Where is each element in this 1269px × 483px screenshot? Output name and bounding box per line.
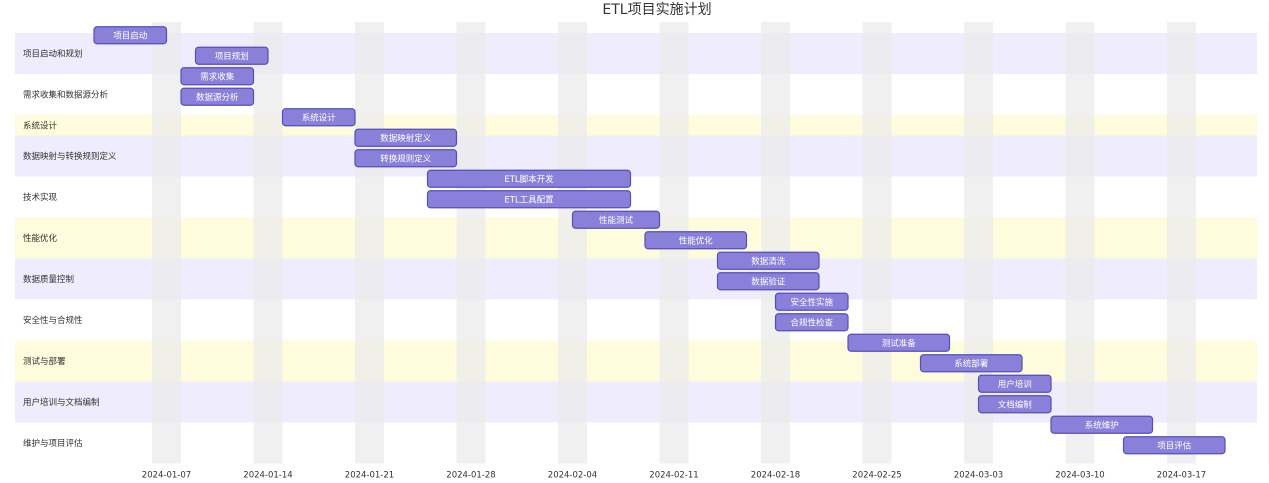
task-label: 性能测试 <box>599 215 634 226</box>
weekend-band <box>152 22 181 464</box>
task-bar <box>93 26 168 45</box>
x-tick-label: 2024-03-17 <box>1157 471 1206 481</box>
section-label: 测试与部署 <box>23 356 66 367</box>
task-bar <box>774 313 849 332</box>
x-tick-label: 2024-01-28 <box>446 471 495 481</box>
task-bar <box>1050 415 1154 434</box>
section-label: 数据映射与转换规则定义 <box>23 151 117 162</box>
task-label: 系统设计 <box>302 112 337 123</box>
section-band <box>15 135 1257 177</box>
section-label: 项目启动和规划 <box>23 49 83 60</box>
x-tick-label: 2024-02-18 <box>751 471 800 481</box>
task-label: 安全性实施 <box>790 297 833 308</box>
task-bar <box>1122 436 1226 455</box>
task-label: ETL脚本开发 <box>504 174 554 185</box>
task-label: ETL工具配置 <box>504 195 554 205</box>
weekend-band <box>862 22 892 464</box>
task-label: 转换规则定义 <box>380 153 432 164</box>
task-label: 性能优化 <box>679 235 714 246</box>
weekend-band <box>1167 22 1196 464</box>
weekend-band <box>456 22 486 464</box>
task-bar <box>977 374 1052 393</box>
task-bar <box>180 87 255 106</box>
section-label: 数据质量控制 <box>23 274 74 285</box>
task-bar <box>354 128 458 147</box>
section-label: 技术实现 <box>23 192 58 203</box>
task-bar <box>194 46 269 65</box>
task-label: 数据清洗 <box>751 256 786 267</box>
weekend-shading <box>152 22 1269 464</box>
x-tick-label: 2024-02-11 <box>649 471 698 481</box>
task-label: 项目规划 <box>215 51 249 62</box>
task-label: 文档编制 <box>998 399 1032 410</box>
x-tick-label: 2024-01-07 <box>142 471 191 481</box>
task-bar <box>426 169 632 188</box>
weekend-band <box>1065 22 1095 464</box>
task-label: 测试准备 <box>882 338 917 349</box>
task-label: 数据源分析 <box>196 92 239 103</box>
task-bar <box>977 395 1052 414</box>
task-bar <box>716 251 820 270</box>
x-tick-label: 2024-02-25 <box>852 471 901 481</box>
x-axis: 2024-01-07 2024-01-14 2024-01-21 2024-01-28… <box>142 471 1206 481</box>
task-label: 系统维护 <box>1085 420 1119 431</box>
section-labels: 项目启动和规划需求收集和数据源分析系统设计数据映射与转换规则定义技术实现性能优化… <box>23 49 117 450</box>
task-bar <box>847 333 951 352</box>
task-label: 系统部署 <box>954 358 989 369</box>
section-band <box>15 340 1257 382</box>
section-band <box>15 299 1257 341</box>
x-tick-label: 2024-01-14 <box>243 471 292 481</box>
task-label: 用户培训 <box>998 379 1032 390</box>
section-label: 系统设计 <box>23 120 58 131</box>
task-bar <box>180 67 255 86</box>
task-label: 数据验证 <box>751 276 786 287</box>
chart-title: ETL项目实施计划 <box>602 2 711 18</box>
section-label: 安全性与合规性 <box>23 315 83 326</box>
x-tick-label: 2024-03-10 <box>1055 471 1104 481</box>
task-label: 合规性检查 <box>790 317 833 328</box>
task-bar <box>716 272 820 291</box>
x-tick-label: 2024-01-21 <box>345 471 394 481</box>
x-tick-label: 2024-03-03 <box>954 471 1003 481</box>
x-tick-label: 2024-02-04 <box>548 471 597 481</box>
task-label: 数据映射定义 <box>380 133 432 144</box>
section-label: 用户培训与文档编制 <box>23 397 100 408</box>
task-bar <box>919 354 1023 373</box>
weekend-band <box>355 22 384 464</box>
task-bar <box>774 292 849 311</box>
section-label: 性能优化 <box>23 233 58 244</box>
task-label: 项目启动 <box>113 30 148 41</box>
task-bar <box>281 108 356 127</box>
section-label: 维护与项目评估 <box>23 438 83 449</box>
task-bar <box>644 231 748 250</box>
task-bar <box>571 210 661 229</box>
section-band <box>15 422 1257 464</box>
task-label: 需求收集 <box>200 71 235 82</box>
weekend-band <box>761 22 790 464</box>
weekend-band <box>558 22 587 464</box>
section-label: 需求收集和数据源分析 <box>23 90 109 101</box>
weekend-band <box>253 22 283 464</box>
task-label: 项目评估 <box>1157 440 1192 451</box>
section-band <box>15 258 1257 300</box>
task-bar <box>426 190 632 209</box>
task-bar <box>354 149 458 168</box>
